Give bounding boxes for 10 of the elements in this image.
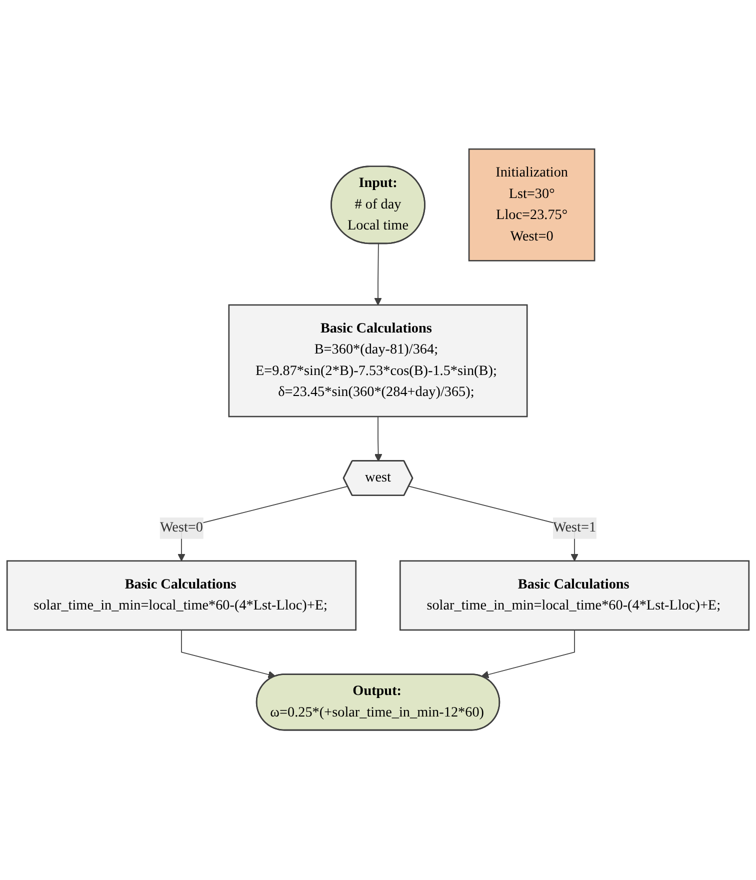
edge-label: West=1 [552, 520, 596, 536]
edge-label: West=0 [160, 520, 204, 536]
arrow [374, 416, 382, 462]
node-box: Basic Calculations B=360*(day-81)/364; E=9.87*sin(2*B)-7.53*cos(B)-1.5*sin(B); δ=23.45*sin(360*(284+day)/365); [228, 304, 528, 418]
node-box: Basic Calculations solar_time_in_min=local_time*60-(4*Lst-Lloc)+E; [6, 560, 357, 632]
node-box: Initialization Lst=30° Lloc=23.75° West=0 [468, 148, 596, 262]
arrow [481, 630, 575, 679]
node-box: Basic Calculations solar_time_in_min=local_time*60-(4*Lst-Lloc)+E; [399, 560, 750, 632]
arrow [374, 244, 382, 306]
arrow [181, 630, 276, 679]
